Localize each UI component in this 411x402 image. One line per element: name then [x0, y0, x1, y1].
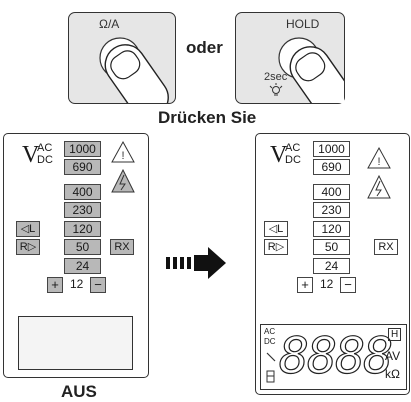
- range-230: 230: [64, 202, 101, 218]
- svg-text:!: !: [377, 156, 380, 168]
- range-50-on: 50: [313, 239, 350, 255]
- ohm-a-button-panel[interactable]: Ω/A: [68, 12, 176, 104]
- range-24: 24: [64, 258, 101, 274]
- rx-segment: RX: [110, 239, 134, 255]
- lcd-off-area: [18, 316, 133, 370]
- range-120: 120: [64, 221, 101, 237]
- finger-press-icon: [99, 37, 169, 103]
- dc-label-on: DC: [285, 154, 301, 166]
- minus-segment-on: −: [340, 277, 356, 293]
- lcd-kohm-label: kΩ: [385, 367, 400, 381]
- lcd-hold-indicator: H: [388, 328, 402, 341]
- hold-button-panel[interactable]: HOLD 2sec: [235, 12, 345, 104]
- lcd-on-area: AC DC 8888 H AV kΩ: [260, 324, 407, 390]
- ac-label: AC: [37, 142, 53, 154]
- range-1000-on: 1000: [313, 141, 350, 157]
- range-400-on: 400: [313, 184, 350, 200]
- oder-label: oder: [186, 38, 223, 57]
- range-230-on: 230: [313, 202, 350, 218]
- display-off-panel: V AC DC 1000 690 400 230 120 50 24 ! ◁L …: [3, 133, 149, 378]
- lcd-side-icons: [266, 352, 276, 383]
- two-sec-label: 2sec: [264, 71, 288, 83]
- lcd-ac-label: AC: [264, 327, 276, 336]
- volt-symbol-on: V: [270, 142, 288, 168]
- plus-segment-on: +: [297, 277, 313, 293]
- continuity-right-segment: R▷: [16, 239, 40, 255]
- minus-segment: −: [90, 277, 106, 293]
- range-24-on: 24: [313, 258, 350, 274]
- range-400: 400: [64, 184, 101, 200]
- volt-symbol: V: [22, 142, 40, 168]
- warning-icons-on: !: [367, 146, 391, 199]
- range-50: 50: [64, 239, 101, 255]
- druecken-sie-label: Drücken Sie: [158, 108, 257, 127]
- twelve-label-on: 12: [320, 277, 334, 291]
- aus-caption: AUS: [61, 382, 97, 401]
- display-on-panel: V AC DC 1000 690 400 230 120 50 24 ! ◁L …: [255, 133, 410, 395]
- arrow-right-icon: [166, 247, 226, 279]
- lcd-dc-label: DC: [264, 337, 276, 346]
- twelve-label: 12: [70, 277, 84, 291]
- continuity-right-segment-on: R▷: [264, 239, 288, 255]
- finger-hold-icon: [269, 37, 344, 103]
- range-690: 690: [64, 159, 101, 175]
- range-1000: 1000: [64, 141, 101, 157]
- lcd-digits: 8888: [278, 326, 394, 385]
- warning-icons: !: [111, 140, 135, 193]
- range-690-on: 690: [313, 159, 350, 175]
- hold-label: HOLD: [286, 17, 320, 31]
- dc-label: DC: [37, 154, 53, 166]
- ohm-a-label: Ω/A: [99, 17, 120, 31]
- plus-segment: +: [47, 277, 63, 293]
- ac-label-on: AC: [285, 142, 301, 154]
- range-120-on: 120: [313, 221, 350, 237]
- continuity-left-segment-on: ◁L: [264, 221, 288, 237]
- svg-text:!: !: [121, 150, 124, 162]
- rx-segment-on: RX: [374, 239, 398, 255]
- lcd-av-label: AV: [385, 349, 401, 363]
- continuity-left-segment: ◁L: [16, 221, 40, 237]
